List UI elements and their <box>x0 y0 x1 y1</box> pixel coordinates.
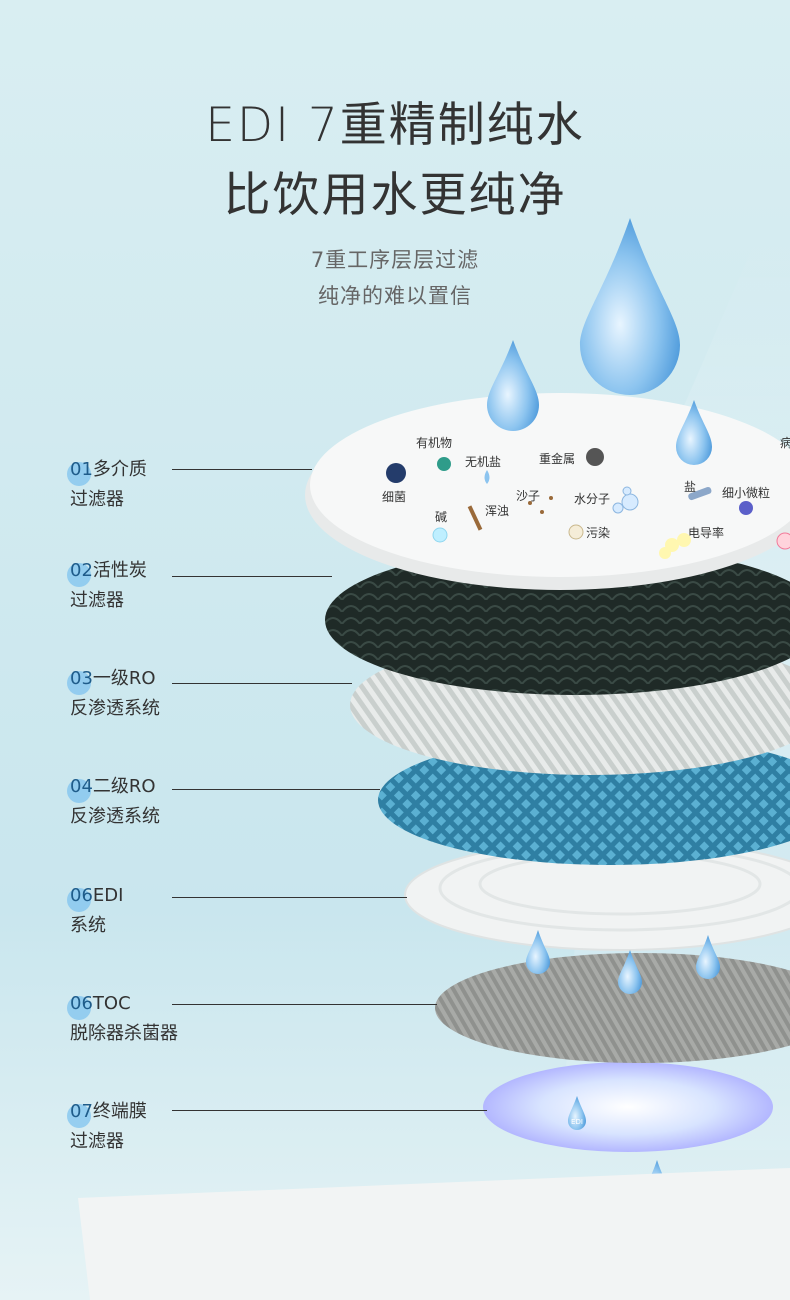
leader-line <box>172 469 312 470</box>
label-alkali: 碱 <box>435 510 448 524</box>
water-molecule-icon <box>621 493 639 511</box>
layer-subname: 反渗透系统 <box>70 806 160 827</box>
edi-drop-label: EDI <box>571 1118 583 1126</box>
leader-line <box>172 897 407 898</box>
water-drop-icon <box>487 340 539 431</box>
fine-particle-icon <box>739 501 753 515</box>
layer-number: 07 <box>70 1101 93 1122</box>
layer-name: TOC <box>92 993 131 1014</box>
layer-name: 多介质 <box>92 459 147 480</box>
leader-line <box>172 683 352 684</box>
subtitle-line2: 纯净的难以置信 <box>318 284 472 308</box>
label-inorganic-salt: 无机盐 <box>465 455 502 469</box>
layer-name: 二级RO <box>92 776 156 797</box>
water-drop-icon <box>526 930 550 974</box>
layer-subname: 反渗透系统 <box>70 698 160 719</box>
layer-number: 02 <box>70 560 93 581</box>
leader-line <box>172 1004 437 1005</box>
layer-label-2: 02活性炭 过滤器 <box>70 556 147 616</box>
organic-icon <box>437 457 451 471</box>
layer6-toc <box>435 953 790 1063</box>
water-drop-icon <box>618 950 642 994</box>
leader-line <box>172 789 380 790</box>
layer-number: 04 <box>70 776 93 797</box>
leader-line <box>172 576 332 577</box>
layer-label-5: 06EDI 系统 <box>70 881 123 941</box>
layer-label-6: 06TOC 脱除器杀菌器 <box>70 989 178 1049</box>
heavy-metal-icon <box>586 448 604 466</box>
layer-name: EDI <box>92 885 124 906</box>
layer-name: 一级RO <box>92 668 156 689</box>
layer-number: 03 <box>70 668 93 689</box>
headline-line1: EDI 7重精制纯水 <box>205 98 585 153</box>
layer-subname: 过滤器 <box>70 1131 124 1152</box>
conductivity-icon <box>659 547 671 559</box>
alkali-icon <box>432 527 448 543</box>
layer-name: 终端膜 <box>92 1101 147 1122</box>
salt-icon <box>688 486 712 501</box>
label-pollution: 污染 <box>586 526 611 540</box>
bacteria-icon <box>386 463 406 483</box>
layer-subname: 脱除器杀菌器 <box>70 1023 178 1044</box>
label-organic: 有机物 <box>416 436 453 450</box>
label-conductivity: 电导率 <box>688 526 725 540</box>
leader-line <box>172 1110 487 1111</box>
water-drop-icon <box>696 935 720 979</box>
layer-subname: 过滤器 <box>70 489 124 510</box>
subtitle-line1: 7重工序层层过滤 <box>310 248 480 272</box>
layer-label-3: 03一级RO 反渗透系统 <box>70 664 160 724</box>
edi-drop-icon <box>568 1096 586 1130</box>
headline-line2: 比饮用水更纯净 <box>223 168 567 223</box>
pathogen-icon <box>776 532 790 550</box>
layer-number: 01 <box>70 459 93 480</box>
bottom-white-surface <box>78 1168 790 1300</box>
layer-subname: 系统 <box>70 915 106 936</box>
label-sand: 沙子 <box>516 489 541 503</box>
pollution-icon <box>568 524 584 540</box>
layer7-membrane <box>483 1062 773 1152</box>
layer-label-1: 01多介质 过滤器 <box>70 455 147 515</box>
label-pathogen: 病 <box>780 436 790 450</box>
label-bacteria: 细菌 <box>382 490 407 504</box>
large-water-drop-icon <box>580 218 680 395</box>
layer-subname: 过滤器 <box>70 590 124 611</box>
layer-name: 活性炭 <box>92 560 147 581</box>
layer-label-7: 07终端膜 过滤器 <box>70 1097 147 1157</box>
layer1-multimedia <box>310 393 790 577</box>
label-turbidity: 浑浊 <box>485 504 510 518</box>
label-water-molecule: 水分子 <box>574 492 611 506</box>
label-salt: 盐 <box>684 480 697 494</box>
salt-drop-icon <box>484 470 490 484</box>
label-heavy-metal: 重金属 <box>539 452 576 466</box>
layer2-carbon <box>325 545 790 695</box>
turbidity-icon <box>467 505 483 531</box>
layer-number: 06 <box>70 993 93 1014</box>
label-fine-particles: 细小微粒 <box>722 486 771 500</box>
layer-number: 06 <box>70 885 93 906</box>
water-drop-icon <box>676 400 712 465</box>
layer-label-4: 04二级RO 反渗透系统 <box>70 772 160 832</box>
